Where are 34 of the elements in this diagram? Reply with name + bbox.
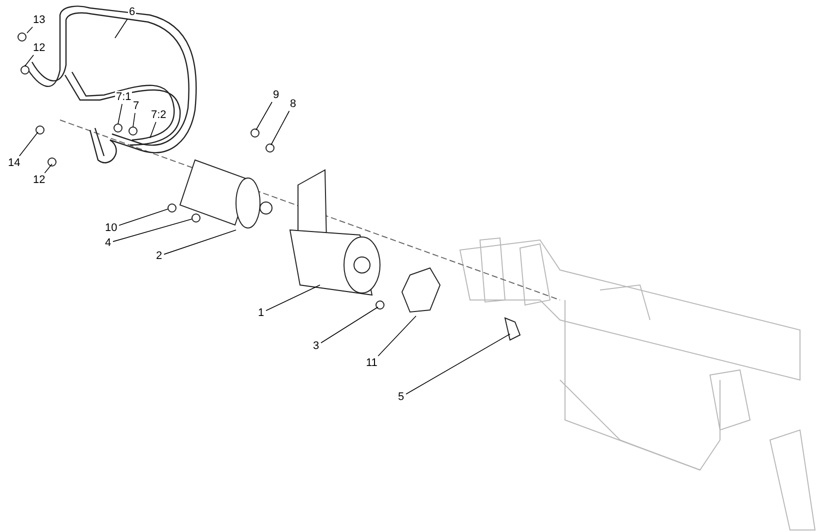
callout-number: 4 <box>104 237 112 249</box>
leader-line <box>44 164 52 174</box>
callout-number: 12 <box>32 42 46 54</box>
callout-number: 8 <box>289 98 298 110</box>
leader-line <box>270 110 290 146</box>
callout-number: 7 <box>132 100 140 112</box>
leader-line <box>150 122 156 138</box>
leader-line <box>132 112 136 128</box>
leader-line <box>24 54 34 66</box>
leader-line <box>378 316 416 356</box>
callout-number: 5 <box>397 391 406 403</box>
leader-line <box>112 218 192 242</box>
callout-number: 1 <box>257 307 266 319</box>
callout-number: 11 <box>365 357 378 369</box>
callout-number: 13 <box>32 14 46 26</box>
leader-line <box>266 284 320 312</box>
leader-line <box>406 334 510 394</box>
callout-number: 3 <box>312 340 320 352</box>
leader-line <box>118 208 168 226</box>
leader-line <box>26 26 33 34</box>
leader-line <box>256 102 272 130</box>
callout-number: 6 <box>128 6 136 18</box>
callout-number: 9 <box>272 89 280 101</box>
leader-line <box>19 132 38 156</box>
callout-number: 7:2 <box>150 109 168 121</box>
callout-number: 12 <box>32 174 46 186</box>
callout-number: 14 <box>7 157 22 169</box>
callout-number: 7:1 <box>115 91 132 103</box>
leader-line <box>114 18 128 38</box>
leader-line <box>118 104 122 124</box>
leader-line <box>164 230 236 255</box>
callout-number: 2 <box>155 250 164 262</box>
callout-number: 10 <box>104 222 118 234</box>
leader-line <box>320 306 378 344</box>
